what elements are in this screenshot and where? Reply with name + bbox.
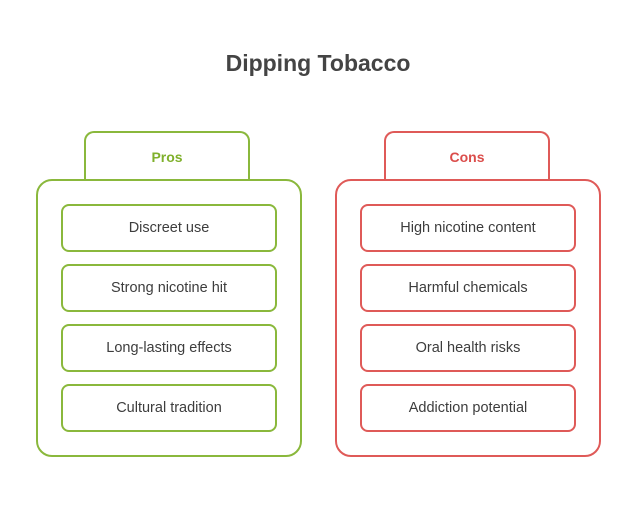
pros-header: Pros	[84, 131, 250, 181]
diagram-title: Dipping Tobacco	[225, 50, 411, 76]
cons-item: Oral health risks	[360, 324, 576, 372]
cons-header: Cons	[384, 131, 550, 181]
cons-panel: High nicotine content Harmful chemicals …	[335, 179, 601, 457]
pros-panel: Discreet use Strong nicotine hit Long-la…	[36, 179, 302, 457]
pros-item: Strong nicotine hit	[61, 264, 277, 312]
cons-item: Addiction potential	[360, 384, 576, 432]
pros-item: Cultural tradition	[61, 384, 277, 432]
cons-item: High nicotine content	[360, 204, 576, 252]
pros-item: Long-lasting effects	[61, 324, 277, 372]
cons-item: Harmful chemicals	[360, 264, 576, 312]
pros-item: Discreet use	[61, 204, 277, 252]
